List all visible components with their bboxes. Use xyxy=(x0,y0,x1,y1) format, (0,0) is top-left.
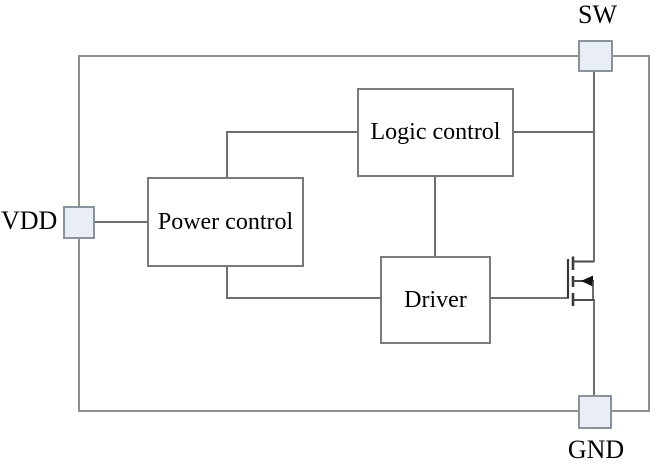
sw-pad xyxy=(578,40,613,72)
wire-vdd-to-power-control xyxy=(95,221,147,223)
vdd-pad xyxy=(63,206,95,239)
logic-control-block: Logic control xyxy=(357,88,514,177)
power-control-label: Power control xyxy=(157,208,294,235)
wire-driver-to-mosfet-gate xyxy=(490,297,569,299)
wire-sw-to-mosfet-drain xyxy=(593,71,595,262)
driver-label: Driver xyxy=(404,286,467,313)
gnd-label: GND xyxy=(567,435,625,464)
wire-power-control-top-vertical xyxy=(226,132,228,178)
sw-label: SW xyxy=(578,0,617,29)
wire-power-control-to-logic-control xyxy=(226,131,357,133)
wire-logic-control-to-driver xyxy=(434,176,436,257)
vdd-label: VDD xyxy=(1,206,58,235)
driver-block: Driver xyxy=(380,256,491,344)
wire-logic-control-to-drain-line xyxy=(513,131,595,133)
power-control-block: Power control xyxy=(147,177,304,267)
nmos-transistor-icon xyxy=(566,256,594,306)
logic-control-label: Logic control xyxy=(370,119,501,145)
wire-mosfet-source-to-gnd xyxy=(593,299,595,396)
gnd-pad xyxy=(578,395,612,429)
wire-power-control-to-driver xyxy=(226,297,382,299)
wire-power-control-bottom-vertical xyxy=(226,266,228,299)
